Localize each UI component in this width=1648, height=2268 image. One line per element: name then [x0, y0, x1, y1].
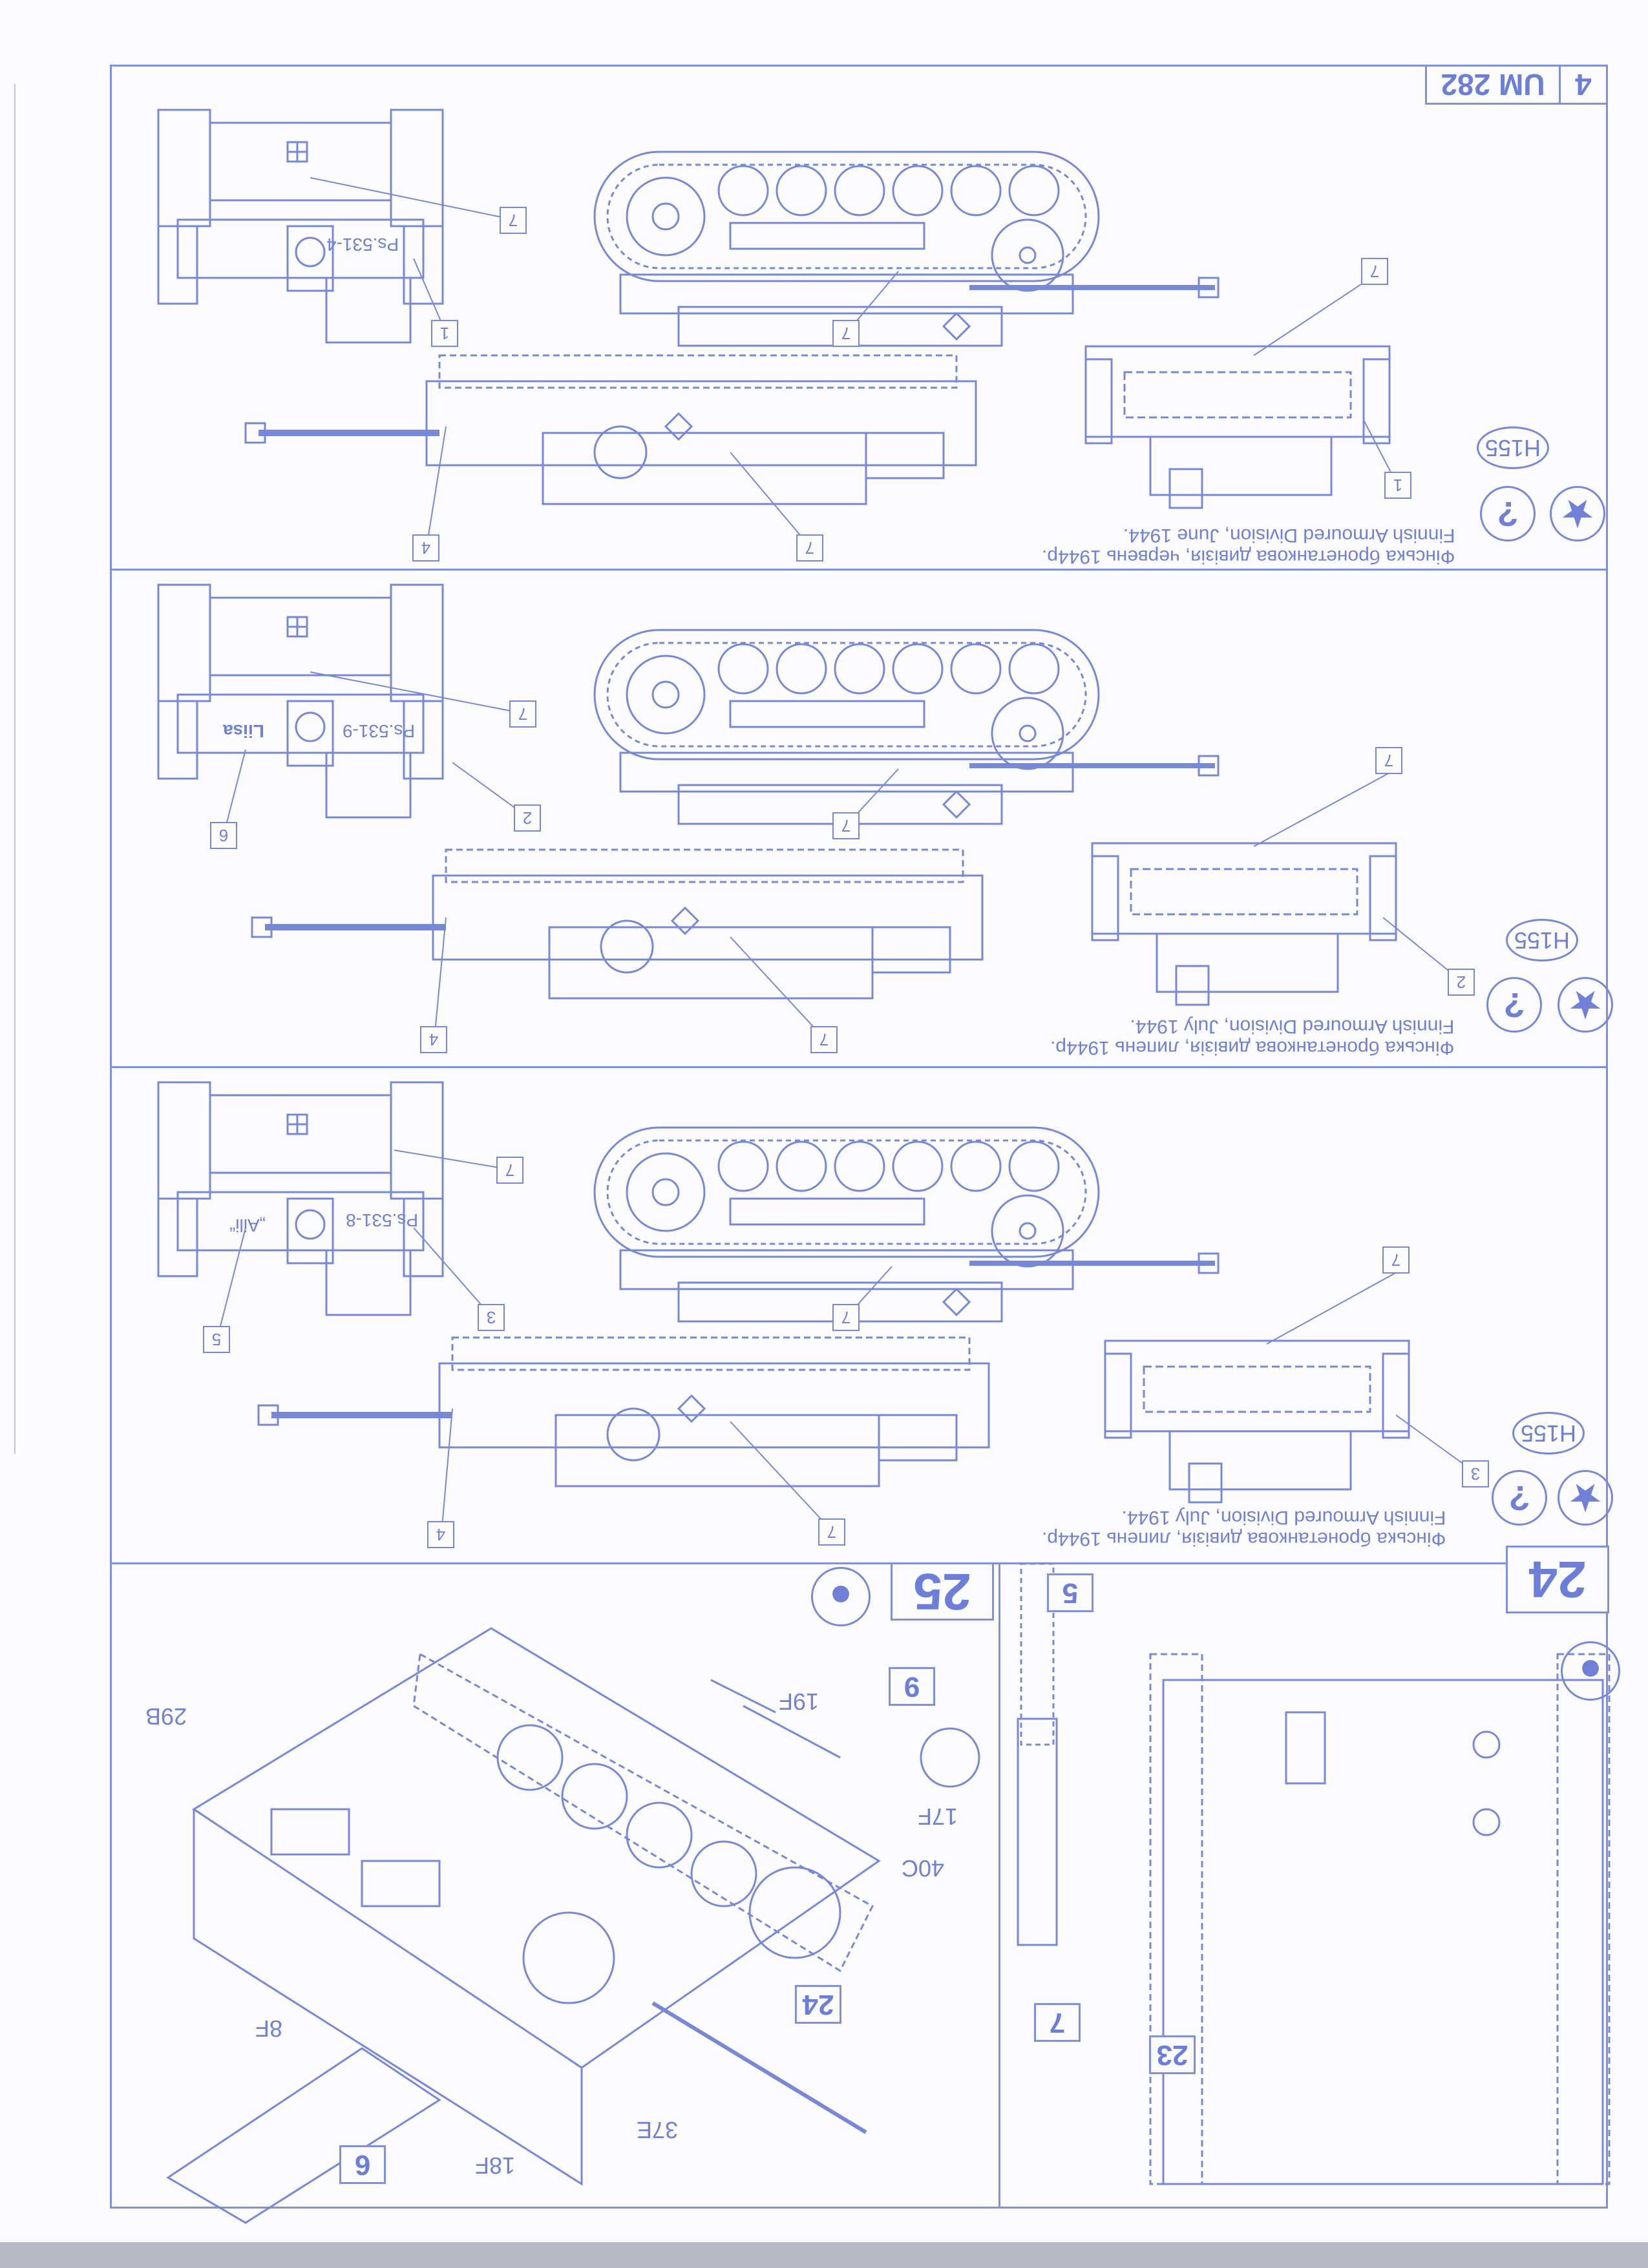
decal-callout: 7	[832, 1304, 860, 1331]
decal-callout: 7	[832, 320, 860, 347]
scheme-2-caption: Фінська бронетанкова дивізія, липень 194…	[1050, 1016, 1454, 1058]
scheme-1-drawings	[157, 109, 1391, 509]
plate-marking: Ps.531-9	[343, 721, 416, 741]
decal-callout: 7	[1382, 1246, 1410, 1274]
page-number: 4	[1575, 68, 1592, 101]
scheme-3-caption: Фінська бронетанкова дивізія, липень 194…	[1042, 1507, 1446, 1549]
decal-callout: 7	[509, 700, 536, 728]
caption-en: Finnish Armoured Division, June 1944.	[1123, 525, 1455, 546]
caption-en: Finnish Armoured Division, July 1944.	[1130, 1016, 1455, 1037]
section-divider	[110, 1562, 1608, 1564]
caption-ua: Фінська бронетанкова дивізія, липень 194…	[1050, 1037, 1455, 1058]
star-flag-icon: ★	[1550, 486, 1605, 541]
part-label-17F: 17F	[918, 1803, 958, 1830]
decal-callout: 1	[1384, 472, 1411, 499]
decal-callout: 3	[478, 1304, 505, 1331]
kit-code: UM 282	[1427, 67, 1561, 103]
part-label-29B: 29B	[145, 1703, 187, 1730]
part-label-19F: 19F	[779, 1688, 819, 1715]
section-divider	[110, 569, 1608, 571]
paint-code-badge: H155	[1512, 1412, 1585, 1454]
part-label-40C: 40C	[902, 1855, 945, 1882]
glue-drop-icon: ●	[811, 1567, 871, 1626]
decal-callout: 4	[420, 1026, 447, 1053]
scheme-3-drawings	[157, 1081, 1410, 1504]
scan-edge-line	[14, 84, 16, 1454]
star-flag-icon: ★	[1558, 977, 1613, 1033]
substep-box: 5	[1047, 1573, 1093, 1612]
decal-callout: 7	[796, 534, 823, 562]
decal-callout: 4	[427, 1521, 454, 1548]
decal-callout: 7	[810, 1026, 838, 1053]
substep-box: 7	[1034, 2003, 1081, 2042]
name-marking: „Aili“	[229, 1215, 266, 1235]
part-count-box: 6	[339, 2145, 386, 2184]
substep-box: 23	[1149, 2035, 1196, 2074]
step-25-number: 25	[891, 1562, 994, 1621]
leader-lines	[217, 177, 1477, 1535]
decal-callout: 5	[203, 1326, 230, 1353]
plate-marking: Ps.531-4	[326, 235, 399, 255]
name-marking: Liisa	[223, 721, 264, 741]
decal-callout: 2	[514, 804, 541, 832]
part-label-8F: 8F	[255, 2015, 283, 2042]
decal-callout: 7	[1375, 747, 1402, 774]
step-24-drawing	[1017, 1562, 1611, 2185]
star-flag-icon: ★	[1558, 1470, 1613, 1526]
caption-en: Finnish Armoured Division, July 1944.	[1121, 1507, 1446, 1528]
decal-callout: 2	[1448, 969, 1475, 996]
plate-marking: Ps.531-8	[346, 1210, 419, 1230]
hook-glue-icon: ?	[1492, 1470, 1547, 1526]
decal-callout: 7	[496, 1157, 523, 1184]
paint-code-badge: H155	[1477, 426, 1549, 469]
caption-ua: Фінська бронетанкова дивізія, червень 19…	[1042, 546, 1455, 567]
step-24-number: 24	[1506, 1546, 1609, 1613]
scan-bottom-edge	[0, 2242, 1648, 2268]
hook-glue-icon: ?	[1480, 486, 1536, 541]
part-label-37E: 37E	[637, 2117, 679, 2143]
section-divider	[110, 1066, 1608, 1068]
decal-callout: 3	[1462, 1460, 1489, 1487]
page-frame	[110, 65, 1608, 2209]
scheme-2-drawings	[157, 583, 1397, 1006]
scheme-1-caption: Фінська бронетанкова дивізія, червень 19…	[1042, 525, 1455, 567]
caption-ua: Фінська бронетанкова дивізія, липень 194…	[1042, 1528, 1446, 1549]
decal-callout: 6	[210, 822, 237, 849]
step-25-drawing	[166, 1627, 980, 2224]
subassembly-ref-box: 24	[795, 1985, 841, 2024]
header-code-box: 4 UM 282	[1425, 65, 1608, 105]
decal-callout: 7	[500, 207, 527, 234]
decal-callout: 7	[818, 1518, 845, 1546]
hook-glue-icon: ?	[1486, 977, 1542, 1033]
step-divider	[998, 1562, 1000, 2209]
glue-drop-icon: ●	[1561, 1641, 1620, 1701]
part-label-18F: 18F	[475, 2152, 516, 2179]
decal-callout: 1	[431, 320, 458, 347]
decal-callout: 7	[832, 812, 860, 839]
paint-code-badge: H155	[1506, 919, 1578, 961]
decal-callout: 4	[412, 534, 439, 562]
decal-callout: 7	[1361, 258, 1388, 285]
part-count-box: 9	[889, 1667, 935, 1706]
